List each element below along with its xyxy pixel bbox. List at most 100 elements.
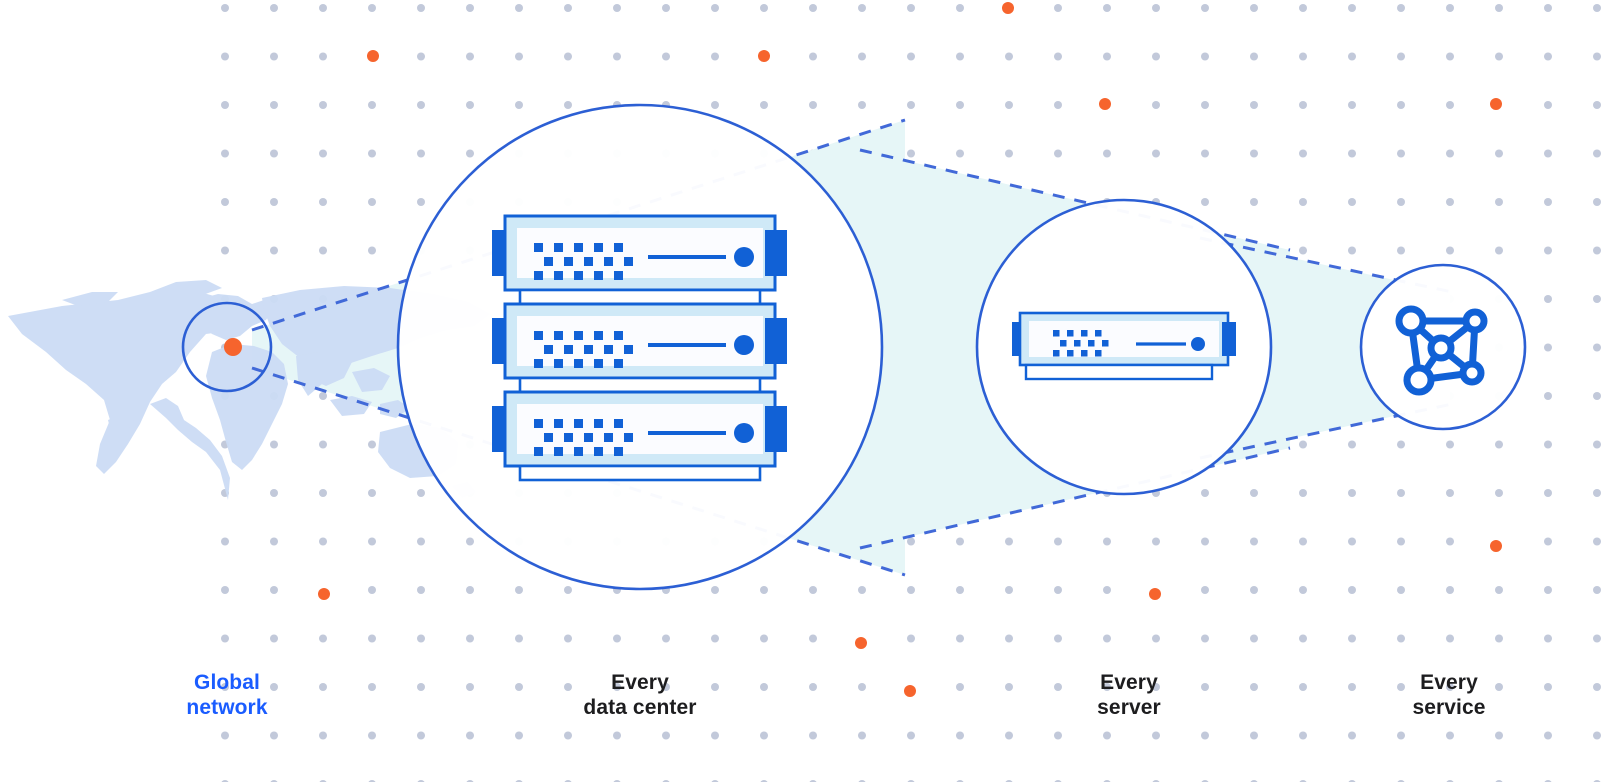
grid-dot — [1299, 537, 1307, 546]
grid-dot — [858, 586, 866, 594]
grid-dot — [711, 52, 719, 61]
grid-dot — [1103, 683, 1111, 691]
world-map — [8, 280, 490, 500]
grid-dot — [1397, 52, 1405, 61]
grid-dot — [221, 52, 229, 61]
accent-dot — [904, 685, 916, 697]
grid-dot — [1348, 489, 1356, 497]
grid-dot — [1544, 489, 1552, 497]
grid-dot — [1054, 634, 1062, 643]
grid-dot — [1446, 4, 1454, 12]
grid-dot — [1201, 634, 1209, 643]
grid-dot — [907, 149, 915, 158]
dashed-line-global-to-datacenter-top — [251, 118, 906, 332]
grid-dot — [368, 198, 376, 206]
grid-dot — [613, 4, 621, 12]
grid-dot — [417, 537, 425, 546]
grid-dot — [319, 489, 327, 497]
grid-dot — [564, 101, 572, 109]
grid-dot — [1593, 634, 1601, 643]
accent-dot — [367, 50, 379, 62]
grid-dot — [1348, 537, 1356, 546]
grid-dot — [809, 634, 817, 643]
grid-dot — [1397, 4, 1405, 12]
grid-dot — [1250, 198, 1258, 206]
grid-dot — [1152, 101, 1160, 109]
grid-dot — [1544, 295, 1552, 303]
grid-dot — [368, 149, 376, 158]
grid-dot — [319, 440, 327, 449]
grid-dot — [1299, 4, 1307, 12]
accent-dot — [855, 637, 867, 649]
grid-dot — [319, 149, 327, 158]
grid-dot — [221, 246, 229, 255]
grid-dot — [1593, 683, 1601, 691]
grid-dot — [1495, 440, 1503, 449]
grid-dot — [1348, 440, 1356, 449]
dashed-line-global-to-datacenter-bottom — [251, 366, 906, 577]
grid-dot — [1544, 198, 1552, 206]
grid-dot — [270, 731, 278, 740]
grid-dot — [368, 489, 376, 497]
grid-dot — [711, 4, 719, 12]
map-location-pin-dot — [224, 338, 242, 356]
grid-dot — [1152, 683, 1160, 691]
grid-dot — [809, 52, 817, 61]
grid-dot — [319, 4, 327, 12]
grid-dot — [1544, 101, 1552, 109]
accent-dot — [758, 50, 770, 62]
grid-dot — [956, 52, 964, 61]
grid-dot — [1250, 586, 1258, 594]
grid-dot — [1054, 4, 1062, 12]
grid-dot — [1593, 731, 1601, 740]
grid-dot — [711, 634, 719, 643]
grid-dot — [1397, 246, 1405, 255]
grid-dot — [368, 537, 376, 546]
grid-dot — [613, 52, 621, 61]
grid-dot — [564, 731, 572, 740]
grid-dot — [1054, 52, 1062, 61]
grid-dot — [515, 683, 523, 691]
grid-dot — [711, 101, 719, 109]
grid-dot — [270, 52, 278, 61]
grid-dot — [1348, 731, 1356, 740]
grid-dot — [1103, 731, 1111, 740]
grid-dot — [1250, 52, 1258, 61]
grid-dot — [662, 634, 670, 643]
grid-dot — [319, 731, 327, 740]
grid-dot — [907, 101, 915, 109]
grid-dot — [1544, 537, 1552, 546]
grid-dot — [956, 4, 964, 12]
grid-dot — [1446, 149, 1454, 158]
accent-dot — [318, 588, 330, 600]
grid-dot — [907, 634, 915, 643]
grid-dot — [956, 149, 964, 158]
grid-dot — [1005, 537, 1013, 546]
background-accent-dots — [318, 2, 1502, 697]
grid-dot — [270, 101, 278, 109]
grid-dot — [1348, 198, 1356, 206]
grid-dot — [613, 634, 621, 643]
accent-dot — [1149, 588, 1161, 600]
circle-global-network[interactable] — [181, 301, 273, 393]
grid-dot — [319, 246, 327, 255]
single-server-icon — [1012, 311, 1236, 381]
grid-dot — [368, 440, 376, 449]
grid-dot — [319, 101, 327, 109]
grid-dot — [1446, 52, 1454, 61]
grid-dot — [466, 586, 474, 594]
grid-dot — [1201, 149, 1209, 158]
grid-dot — [368, 683, 376, 691]
grid-dot — [956, 537, 964, 546]
grid-dot — [1005, 149, 1013, 158]
grid-dot — [1544, 52, 1552, 61]
grid-dot — [221, 634, 229, 643]
grid-dot — [1544, 149, 1552, 158]
grid-dot — [1054, 586, 1062, 594]
grid-dot — [1397, 731, 1405, 740]
rack-leds-2 — [534, 331, 633, 368]
rack-leds-3 — [534, 419, 633, 456]
grid-dot — [1397, 489, 1405, 497]
